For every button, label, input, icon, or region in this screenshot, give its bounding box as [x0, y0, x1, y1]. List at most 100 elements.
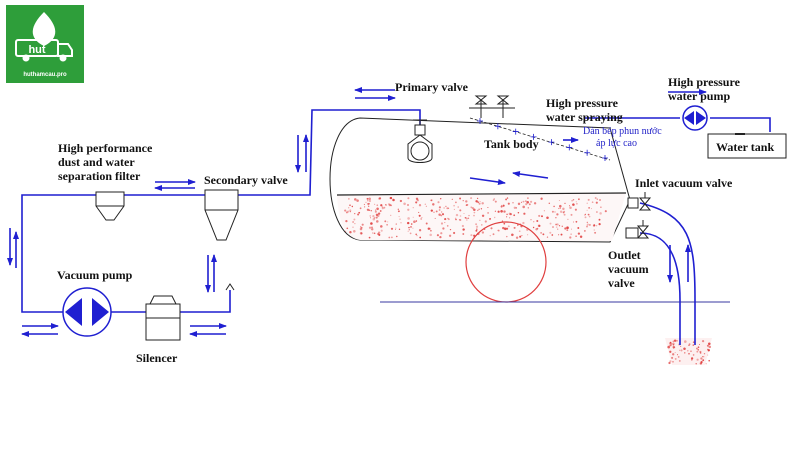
sludge-dot — [397, 208, 399, 210]
sludge-dot — [540, 232, 542, 234]
sludge-dot — [420, 217, 423, 220]
sludge-dot — [500, 205, 503, 208]
sludge-dot — [467, 217, 470, 219]
sludge-dot — [366, 203, 369, 205]
pipe-inlet-hose — [639, 202, 696, 345]
sludge-dot — [455, 201, 457, 204]
sludge-dot — [692, 344, 695, 346]
sludge-dot — [532, 226, 535, 229]
sludge-dot — [374, 210, 377, 213]
sludge-dot — [477, 209, 479, 212]
sludge-dot — [371, 226, 373, 229]
sludge-dot — [669, 342, 671, 345]
sludge-dot — [453, 204, 455, 207]
sludge-dot — [697, 348, 699, 351]
sludge-dot — [425, 205, 427, 207]
sludge-dot — [563, 213, 566, 216]
sludge-dot — [354, 223, 356, 225]
sludge-dot — [536, 220, 539, 222]
sludge-dot — [346, 227, 349, 230]
sludge-dot — [345, 211, 348, 214]
sludge-dot — [461, 224, 465, 228]
sludge-dot — [476, 228, 478, 230]
sludge-dot — [551, 210, 554, 213]
sludge-dot — [375, 213, 379, 217]
sludge-dot — [439, 235, 442, 239]
sludge-dot — [354, 212, 356, 215]
sludge-dot — [372, 232, 374, 234]
sludge-dot — [523, 212, 526, 215]
sludge-dot — [533, 202, 537, 205]
sludge-dot — [348, 207, 350, 209]
sludge-dot — [412, 216, 414, 218]
sludge-dot — [458, 219, 461, 221]
sludge-dot — [590, 208, 593, 210]
sludge-dot — [387, 221, 389, 223]
sludge-dot — [696, 358, 699, 361]
logo-name: hut — [28, 44, 45, 56]
sludge-dot — [463, 228, 465, 230]
sludge-dot — [673, 339, 677, 342]
sludge-dot — [462, 200, 464, 202]
sludge-dot — [383, 206, 386, 209]
sludge-dot — [522, 200, 525, 203]
sludge-dot — [375, 216, 378, 219]
sludge-dot — [507, 225, 510, 228]
sludge-dot — [562, 211, 565, 214]
sludge-dot — [386, 224, 388, 226]
sludge-dot — [459, 218, 462, 222]
dust-water-filter — [95, 191, 125, 221]
sludge-dot — [569, 206, 572, 209]
sludge-dot — [506, 216, 508, 218]
sludge-dot — [434, 217, 436, 219]
spray-nozzle-icon — [584, 149, 591, 156]
sludge-dot — [517, 212, 520, 214]
sludge-dot — [503, 210, 506, 213]
sludge-dot — [560, 233, 563, 236]
sludge-dot — [707, 349, 710, 352]
sludge-dot — [508, 212, 511, 215]
sludge-dot — [446, 225, 449, 227]
sludge-dot — [369, 217, 372, 219]
sludge-dot — [399, 218, 401, 220]
sludge-dot — [470, 197, 473, 200]
sludge-dot — [443, 207, 445, 209]
sludge-dot — [586, 225, 588, 228]
sludge-dot — [473, 208, 476, 211]
sludge-dot — [344, 230, 347, 233]
sludge-dot — [475, 223, 478, 226]
sludge-dot — [435, 210, 438, 213]
valve-icon — [638, 197, 652, 211]
sludge-dot — [351, 205, 354, 208]
sludge-dot — [481, 202, 484, 205]
exhaust-outlet-icon — [225, 283, 235, 291]
sludge-dot — [513, 214, 516, 217]
sludge-dot — [527, 197, 529, 199]
sludge-dot — [448, 234, 452, 237]
sludge-dot — [358, 211, 361, 214]
sludge-dot — [353, 230, 356, 233]
sludge-dot — [584, 216, 587, 219]
label-inlet-vacuum-valve: Inlet vacuum valve — [635, 176, 733, 190]
sludge-dot — [502, 226, 505, 230]
sludge-dot — [520, 201, 523, 203]
sludge-dot — [708, 359, 710, 362]
sludge-dot — [692, 354, 695, 356]
label-pump-2: water pump — [668, 89, 730, 103]
sludge-dot — [571, 199, 573, 202]
sludge-dot — [440, 222, 444, 225]
sludge-dot — [672, 346, 675, 349]
sludge-dot — [599, 212, 602, 215]
sludge-dot — [688, 352, 690, 355]
arrow-icon — [512, 171, 549, 179]
sludge-dot — [513, 226, 516, 229]
sludge-dot — [522, 205, 525, 209]
sludge-dot — [519, 235, 522, 238]
sludge-dot — [570, 213, 573, 216]
sludge-dot — [349, 210, 352, 213]
sludge-dot — [425, 222, 428, 225]
sludge-dot — [412, 227, 414, 229]
sludge-dot — [692, 341, 695, 344]
sludge-dot — [598, 223, 601, 226]
sludge-dot — [418, 229, 422, 232]
